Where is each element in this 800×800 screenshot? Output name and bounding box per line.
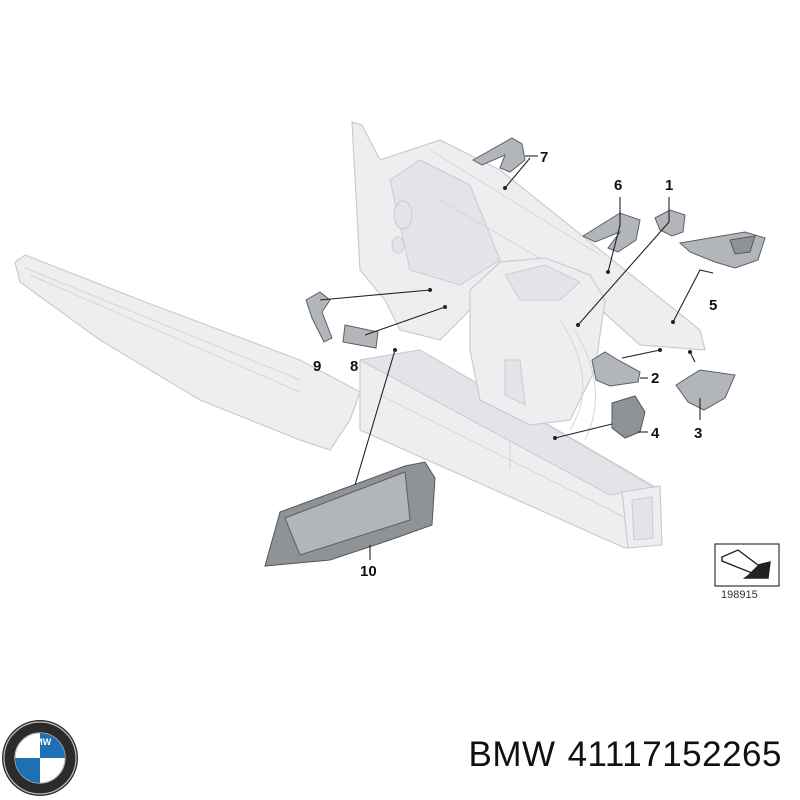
callout-10: 10 — [360, 563, 377, 580]
callout-6: 6 — [614, 177, 622, 194]
part-caption: BMW 41117152265 — [469, 735, 782, 775]
part-3-bracket — [675, 369, 736, 411]
callout-labels: 7 6 1 5 9 8 2 3 4 10 — [313, 149, 717, 580]
body-structure — [14, 121, 706, 549]
callout-5: 5 — [709, 297, 717, 314]
part-10-rail-extension — [264, 461, 436, 567]
caption-part-number: 41117152265 — [567, 735, 782, 774]
logo-letters: BMW — [29, 737, 52, 747]
reference-number: 198915 — [721, 589, 758, 601]
leader-lines — [319, 155, 714, 560]
bmw-logo: BMW — [2, 720, 78, 796]
callout-8: 8 — [350, 358, 358, 375]
callout-1: 1 — [665, 177, 673, 194]
callout-7: 7 — [540, 149, 548, 166]
part-7-bracket — [471, 137, 526, 173]
callout-4: 4 — [651, 425, 660, 442]
callout-9: 9 — [313, 358, 321, 375]
part-6-bracket — [581, 212, 641, 253]
callout-3: 3 — [694, 425, 702, 442]
caption-brand: BMW — [468, 735, 556, 774]
part-8-plate — [342, 324, 379, 349]
part-5-bracket — [678, 231, 766, 269]
side-sill — [14, 254, 361, 451]
callout-2: 2 — [651, 370, 659, 387]
reference-box: 198915 — [714, 543, 780, 601]
part-9-bracket — [305, 291, 333, 343]
part-2-bracket — [591, 351, 641, 387]
